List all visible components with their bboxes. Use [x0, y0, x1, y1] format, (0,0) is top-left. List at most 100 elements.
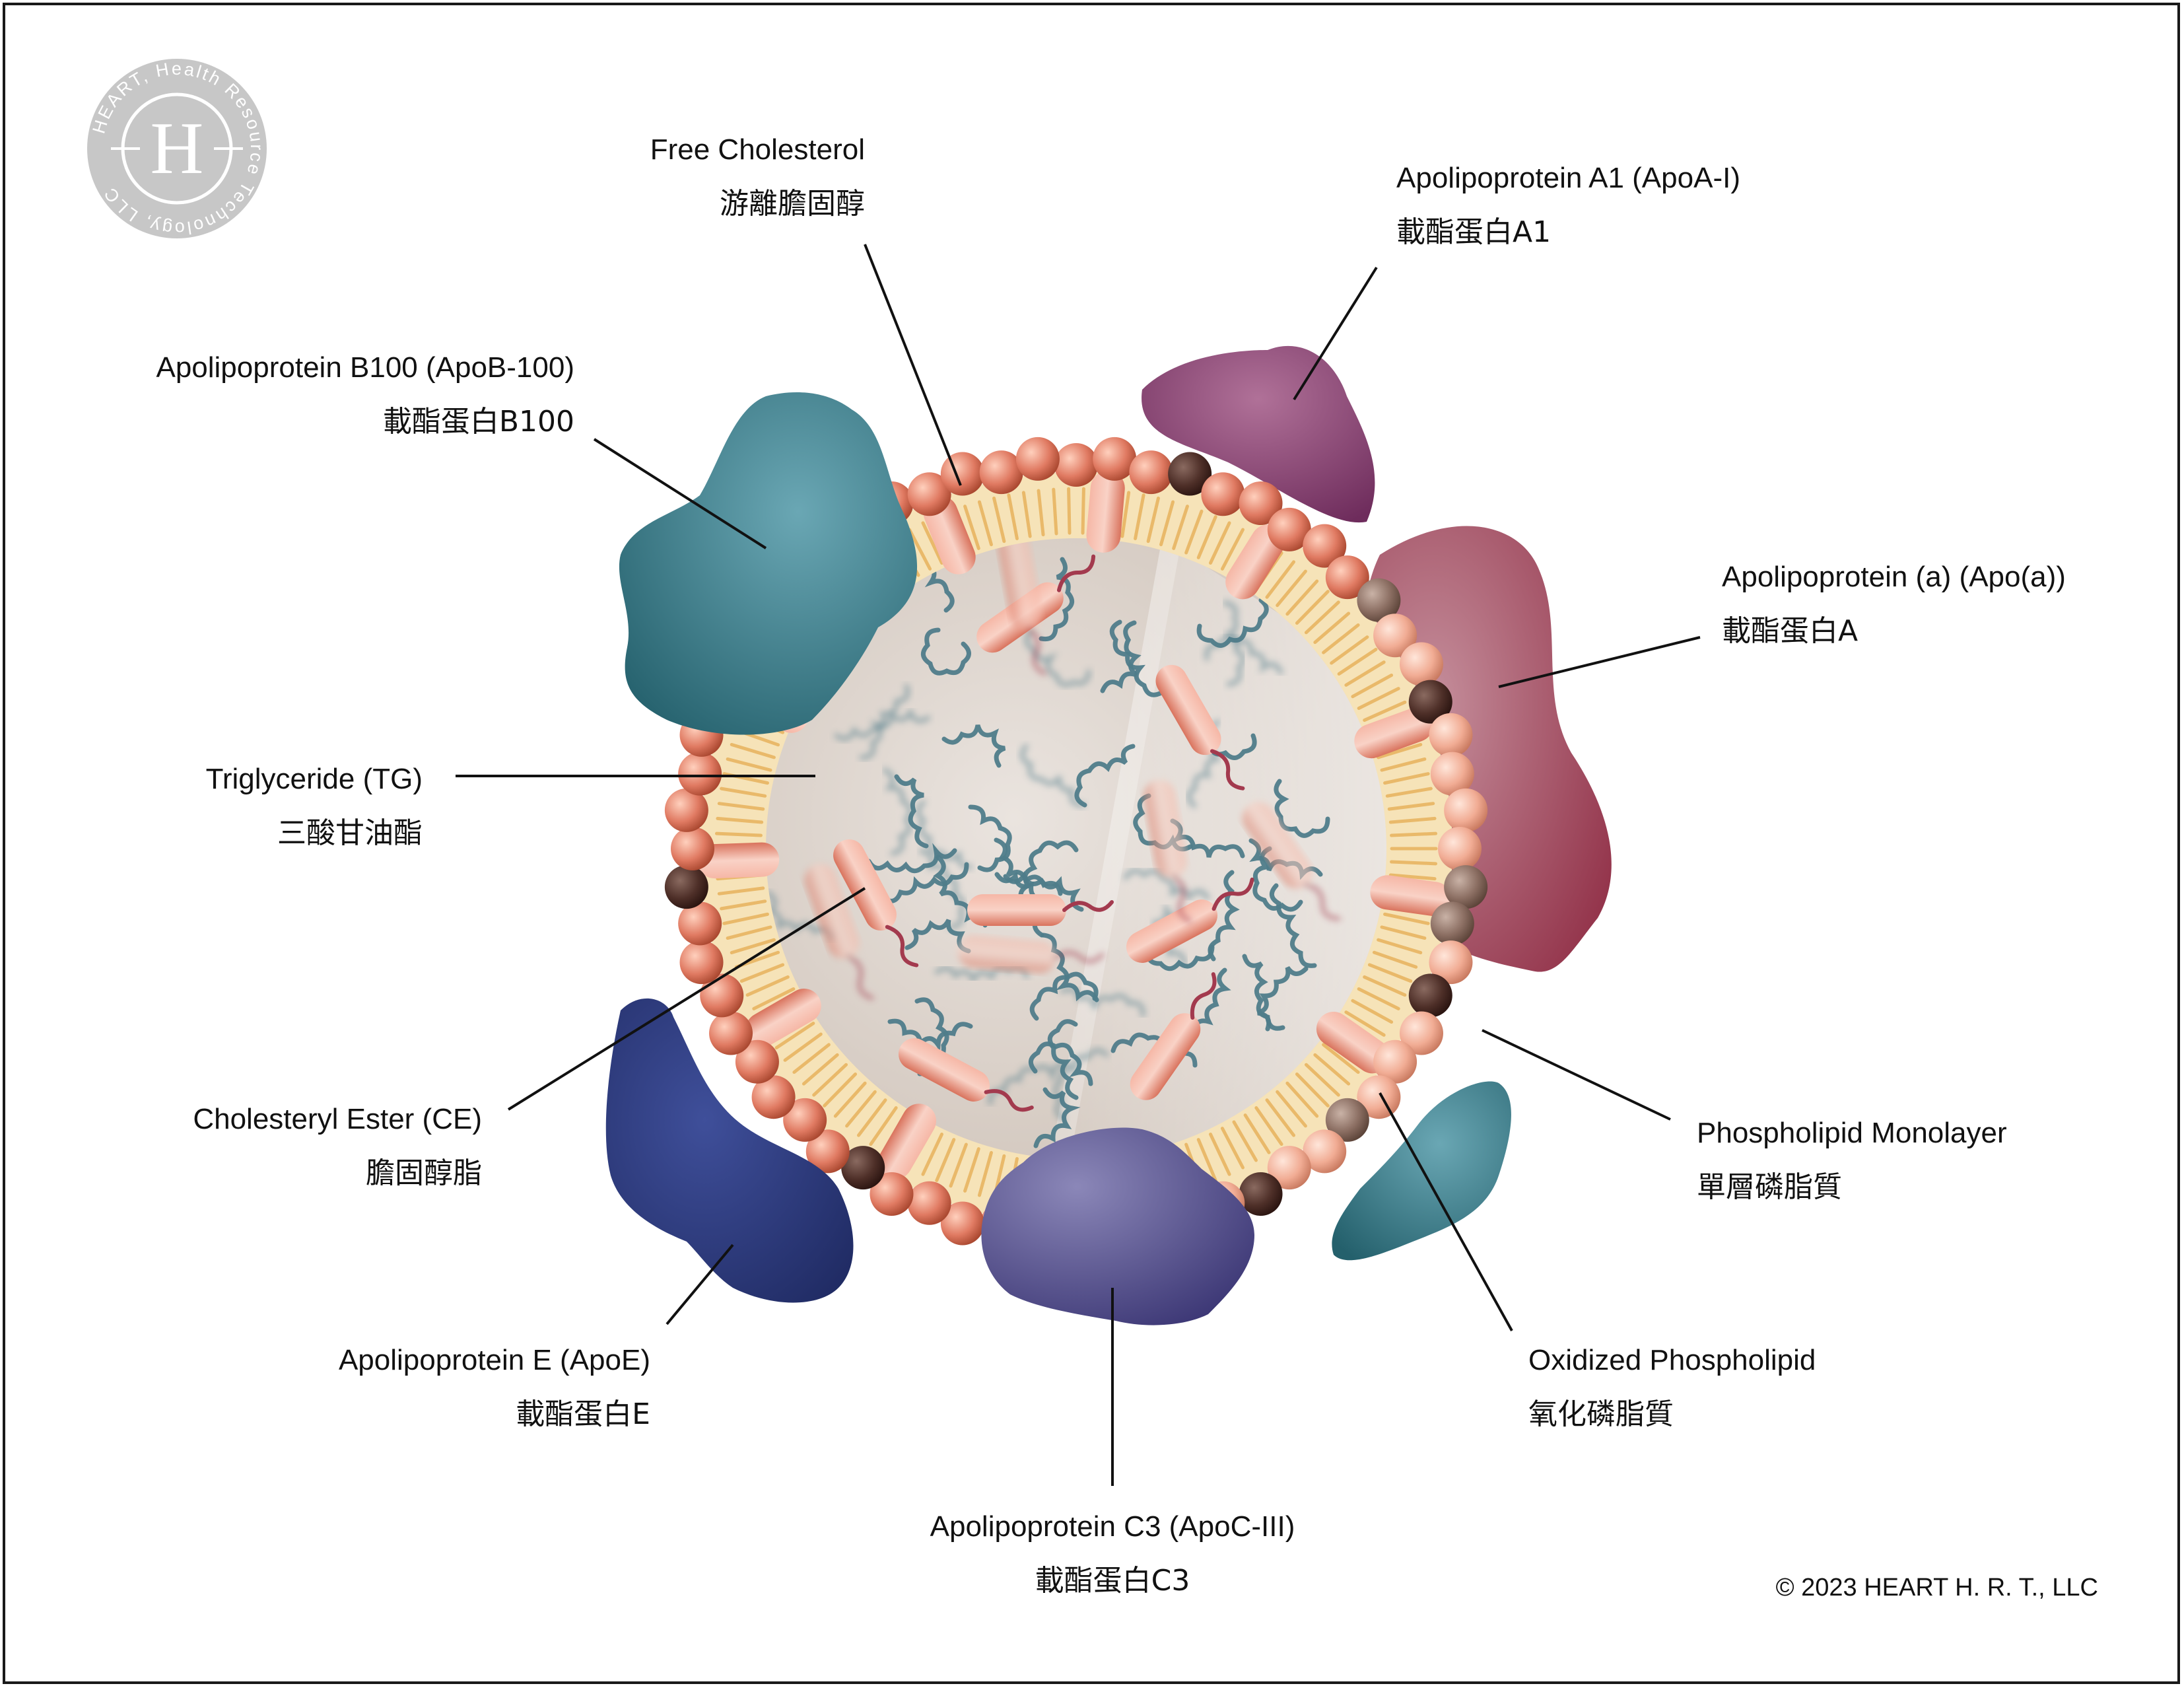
phospholipid-head	[979, 450, 1023, 495]
label-phospholipid-monolayer-en: Phospholipid Monolayer	[1697, 1117, 2007, 1149]
label-triglyceride: Triglyceride (TG) 三酸甘油酯	[158, 765, 423, 848]
phospholipid-head	[678, 752, 722, 796]
phospholipid-tail	[1134, 493, 1145, 540]
cholesteryl-ester-molecule	[1242, 802, 1341, 921]
label-apoe-zh: 載酯蛋白E	[516, 1397, 650, 1431]
label-apob100-en: Apolipoprotein B100 (ApoB-100)	[156, 351, 574, 384]
phospholipid-tail	[812, 1063, 848, 1097]
copyright-notice: © 2023 HEART H. R. T., LLC	[1775, 1574, 2098, 1601]
phospholipid-head	[940, 1201, 984, 1246]
triglyceride-chain	[1003, 871, 1084, 912]
phospholipid-head	[671, 827, 714, 870]
phospholipid-tail	[1159, 500, 1175, 547]
phospholipid-head	[1373, 1039, 1417, 1084]
ester-ring	[898, 1038, 990, 1102]
label-apoe: Apolipoprotein E (ApoE) 載酯蛋白E	[251, 1346, 650, 1429]
label-oxidized-phospholipid: Oxidized Phospholipid 氧化磷脂質	[1528, 1346, 1816, 1429]
free-cholesterol-molecule	[1370, 875, 1452, 917]
phospholipid-tail	[1295, 590, 1330, 625]
phospholipid-tail	[1357, 687, 1400, 710]
ester-tail	[1052, 950, 1105, 964]
ester-ring	[1130, 1013, 1201, 1100]
phospholipid-tail	[1385, 787, 1433, 798]
label-apoc3: Apolipoprotein C3 (ApoC-III) 載酯蛋白C3	[875, 1512, 1350, 1596]
oxidized-phospholipid-head	[1168, 452, 1212, 496]
label-apob100-zh: 載酯蛋白B100	[382, 405, 574, 439]
label-cholesteryl-ester-zh: 膽固醇脂	[366, 1156, 482, 1190]
phospholipid-tail	[1243, 1113, 1271, 1154]
free-cholesterol-molecule	[745, 989, 821, 1047]
ester-ring	[998, 538, 1042, 631]
label-apoa1-zh: 載酯蛋白A1	[1396, 215, 1552, 249]
phospholipid-head	[907, 1181, 951, 1225]
phospholipid-tail	[1304, 600, 1340, 635]
cholesteryl-ester-molecule	[898, 1038, 1034, 1112]
triglyceride-chain	[859, 707, 931, 760]
phospholipid-head	[1399, 642, 1443, 686]
triglyceride-chain	[1123, 868, 1210, 901]
oxidized-phospholipid-protein	[1332, 1081, 1511, 1261]
phospholipid-tail	[908, 528, 932, 571]
phospholipid-head	[709, 1011, 753, 1055]
leader-phospholipid-monolayer	[1482, 1029, 1671, 1121]
oxidized-phospholipid-head	[1239, 1172, 1283, 1216]
cholesteryl-ester-molecule	[957, 935, 1105, 973]
triglyceride-chain	[1274, 779, 1330, 838]
phospholipid-tail	[823, 1073, 858, 1108]
phospholipid-tail	[1120, 491, 1131, 538]
phospholipid-tail	[716, 816, 764, 824]
label-apoc3-en: Apolipoprotein C3 (ApoC-III)	[930, 1510, 1295, 1543]
phospholipid-head	[679, 940, 724, 985]
triglyceride-chain	[1019, 744, 1086, 808]
phospholipid-tail	[921, 521, 943, 565]
triglyceride-chain	[1074, 744, 1136, 808]
triglyceride-chain	[1204, 635, 1283, 675]
phospholipid-tail	[1377, 742, 1423, 759]
watermark-seal: HEART, Health Resource Technology, LLC H	[87, 59, 267, 238]
phospholipid-head	[783, 1098, 827, 1142]
free-cholesterol-molecule	[1354, 707, 1433, 759]
free-cholesterol-molecule	[878, 1104, 936, 1179]
phospholipid-tail	[1196, 1138, 1217, 1182]
label-phospholipid-monolayer-zh: 單層磷脂質	[1697, 1170, 1842, 1204]
phospholipid-tail	[1313, 612, 1351, 645]
triglyceride-chain	[1109, 619, 1164, 697]
phospholipid-head	[940, 452, 984, 496]
phospholipid-head	[1438, 827, 1482, 870]
phospholipid-tail	[1367, 963, 1413, 983]
phospholipid-head	[1015, 437, 1060, 481]
label-oxidized-phospholipid-en: Oxidized Phospholipid	[1528, 1344, 1816, 1376]
phospholipid-head	[1373, 614, 1417, 658]
phospholipid-tail	[1209, 521, 1231, 565]
label-apob100: Apolipoprotein B100 (ApoB-100) 載酯蛋白B100	[92, 353, 574, 437]
triglyceride-chain	[1033, 1087, 1081, 1148]
phospholipid-tail	[1220, 1127, 1245, 1170]
triglyceride-chain	[1252, 846, 1303, 912]
phospholipid-tail	[1285, 1081, 1319, 1118]
leader-free-cholesterol	[864, 244, 962, 486]
phospholipid-tail	[1209, 1133, 1231, 1176]
phospholipid-tail	[1337, 647, 1378, 676]
phospholipid-tail	[977, 500, 993, 547]
phospholipid-head	[1429, 940, 1473, 985]
leader-apoa1	[1293, 266, 1378, 401]
phospholipid-tail	[1265, 560, 1296, 599]
phospholipid-tail	[845, 1090, 877, 1128]
phospholipid-head	[1399, 1011, 1443, 1055]
cholesteryl-ester-molecule	[1130, 972, 1217, 1100]
phospholipid-head	[1430, 752, 1474, 796]
phospholipid-head	[1093, 437, 1137, 481]
ester-ring	[833, 839, 897, 931]
apoc3-protein	[981, 1127, 1254, 1325]
triglyceride-chain	[887, 1018, 973, 1052]
phospholipid-tail	[1388, 873, 1437, 881]
phospholipid-tail	[1380, 757, 1427, 772]
phospholipid-tail	[1276, 569, 1307, 608]
ester-tail	[984, 1089, 1034, 1112]
phospholipid-tail	[1357, 987, 1400, 1010]
phospholipid-tail	[1295, 1073, 1330, 1108]
phospholipid-tail	[935, 1138, 956, 1182]
ester-ring	[1155, 664, 1221, 756]
label-cholesteryl-ester: Cholesteryl Ester (CE) 膽固醇脂	[132, 1105, 482, 1188]
leader-cholesteryl-ester	[507, 887, 866, 1111]
